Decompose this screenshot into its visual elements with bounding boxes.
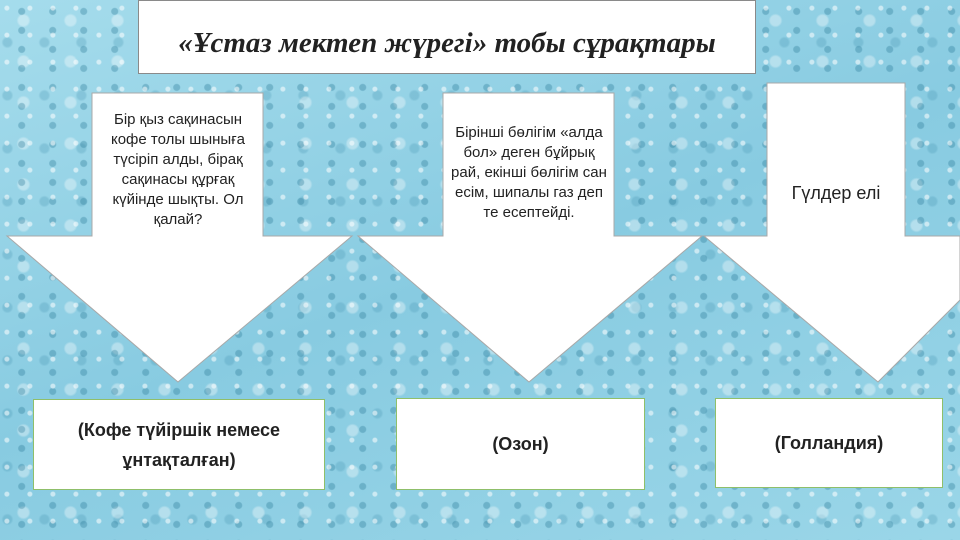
answer-box-3: (Голландия)	[715, 398, 943, 488]
question-1-text: Бір қыз сақинасын кофе толы шыныға түсір…	[110, 111, 246, 228]
page-title: «Ұстаз мектеп жүрегі» тобы сұрақтары	[178, 26, 716, 59]
answer-2-text: (Озон)	[492, 434, 549, 454]
question-3-text: Гүлдер елі	[791, 183, 881, 203]
question-arrow-2	[356, 92, 704, 383]
answer-box-1: (Кофе түйіршік немесе ұнтақталған)	[33, 399, 325, 490]
question-2-text: Бірінші бөлігім «алда бол» деген бұйрық …	[451, 124, 607, 221]
question-arrow-3	[702, 82, 960, 383]
title-box: «Ұстаз мектеп жүрегі» тобы сұрақтары	[138, 0, 756, 74]
answer-3-text: (Голландия)	[774, 433, 884, 453]
answer-1-text: (Кофе түйіршік немесе ұнтақталған)	[77, 419, 281, 470]
question-arrow-1	[5, 92, 354, 383]
answer-box-2: (Озон)	[396, 398, 645, 490]
